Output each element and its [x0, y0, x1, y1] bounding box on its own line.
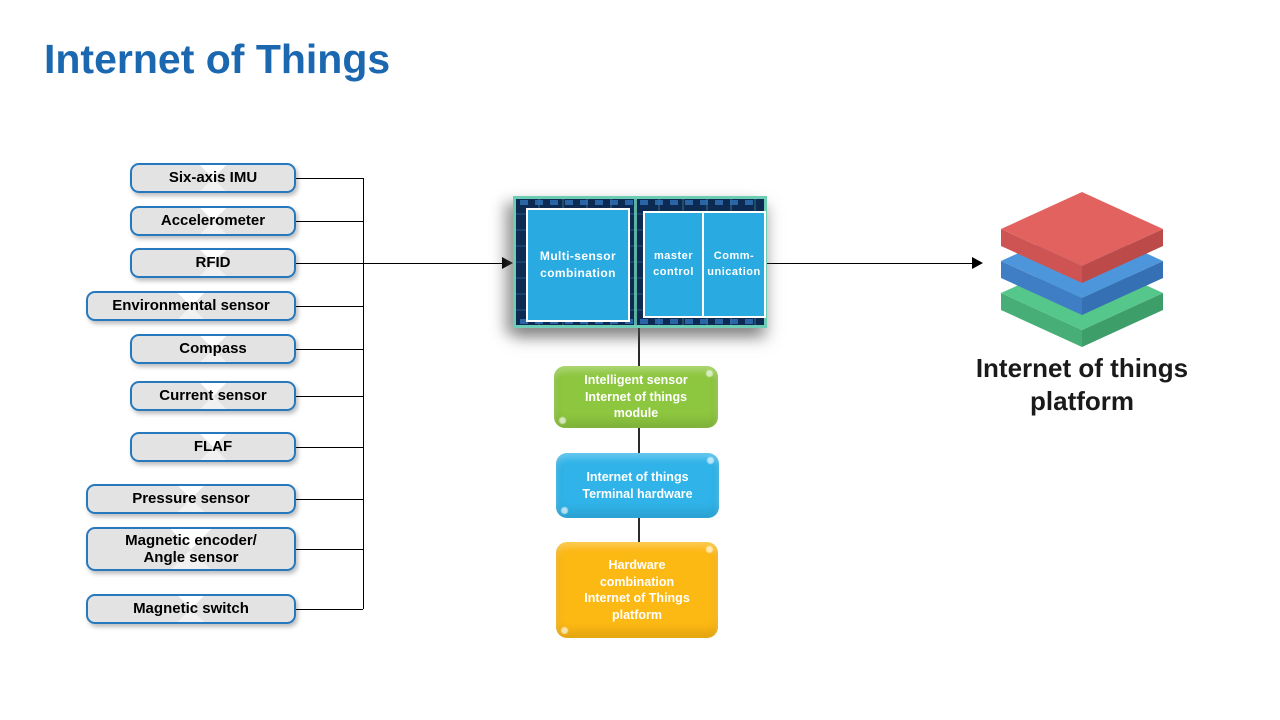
- flow-box-intelligent-sensor-module: Intelligent sensor Internet of things mo…: [554, 366, 718, 428]
- connector-line: [296, 349, 363, 350]
- flow-box-terminal-hardware: Internet of things Terminal hardware: [556, 453, 719, 518]
- sensor-label: Magnetic switch: [133, 600, 249, 618]
- connector-terminal-to-hardware-box: [638, 518, 640, 542]
- iot-chip-graphic: Multi-sensor combination master control …: [513, 196, 767, 328]
- sensor-node-environmental-sensor: Environmental sensor: [86, 291, 296, 321]
- chip-module-communication: Comm- unication: [702, 213, 764, 316]
- sensor-node-accelerometer: Accelerometer: [130, 206, 296, 236]
- connector-bus-line: [363, 178, 364, 609]
- flow-box-label: Intelligent sensor Internet of things mo…: [584, 373, 688, 421]
- sensor-node-magnetic-switch: Magnetic switch: [86, 594, 296, 624]
- connector-line: [296, 609, 363, 610]
- connector-line: [296, 178, 363, 179]
- sensor-label: Pressure sensor: [132, 490, 250, 508]
- flow-box-label: Internet of things Terminal hardware: [582, 470, 693, 501]
- flow-box-hardware-combination: Hardware combination Internet of Things …: [556, 542, 718, 638]
- connector-line: [296, 549, 363, 550]
- sensor-node-rfid: RFID: [130, 248, 296, 278]
- sensor-node-magnetic-encoder: Magnetic encoder/ Angle sensor: [86, 527, 296, 571]
- sensor-node-flaf: FLAF: [130, 432, 296, 462]
- green-layer-right-face: [1082, 293, 1163, 347]
- chip-divider: [634, 199, 637, 325]
- blue-layer-right-face: [1082, 261, 1163, 315]
- sensor-label: Current sensor: [159, 387, 267, 405]
- sensor-label: Compass: [179, 340, 247, 358]
- arrowhead-icon: [502, 257, 513, 269]
- chip-module-group: master control Comm- unication: [643, 211, 766, 318]
- platform-label: Internet of things platform: [975, 353, 1189, 416]
- arrow-chip-to-platform: [766, 263, 972, 264]
- green-layer-left-face: [1001, 293, 1082, 347]
- connector-line: [296, 447, 363, 448]
- connector-module-to-terminal-box: [638, 428, 640, 453]
- connector-line: [296, 499, 363, 500]
- red-layer-left-face: [1001, 229, 1082, 283]
- sensor-label: Six-axis IMU: [168, 169, 258, 187]
- arrow-sensors-to-chip: [363, 263, 502, 264]
- sensor-node-current-sensor: Current sensor: [130, 381, 296, 411]
- sensor-label: Environmental sensor: [112, 297, 270, 315]
- blue-layer-left-face: [1001, 261, 1082, 315]
- arrowhead-icon: [972, 257, 983, 269]
- page-title: Internet of Things: [44, 36, 391, 82]
- flow-box-label: Hardware combination Internet of Things …: [584, 558, 690, 622]
- connector-line: [296, 221, 363, 222]
- platform-layer-stack: [1001, 192, 1163, 347]
- sensor-label: Accelerometer: [160, 212, 266, 230]
- connector-line: [296, 396, 363, 397]
- sensor-node-six-axis-imu: Six-axis IMU: [130, 163, 296, 193]
- chip-module-multi-sensor: Multi-sensor combination: [526, 208, 630, 322]
- chip-module-master-control: master control: [653, 250, 694, 278]
- connector-line: [296, 306, 363, 307]
- red-layer-right-face: [1082, 229, 1163, 283]
- sensor-label: FLAF: [193, 438, 233, 456]
- connector-line: [296, 263, 363, 264]
- connector-chip-to-module-box: [638, 328, 640, 366]
- sensor-node-pressure-sensor: Pressure sensor: [86, 484, 296, 514]
- sensor-label: Magnetic encoder/ Angle sensor: [125, 531, 257, 566]
- red-layer-top-face: [1001, 192, 1163, 266]
- sensor-node-compass: Compass: [130, 334, 296, 364]
- sensor-label: RFID: [195, 254, 231, 272]
